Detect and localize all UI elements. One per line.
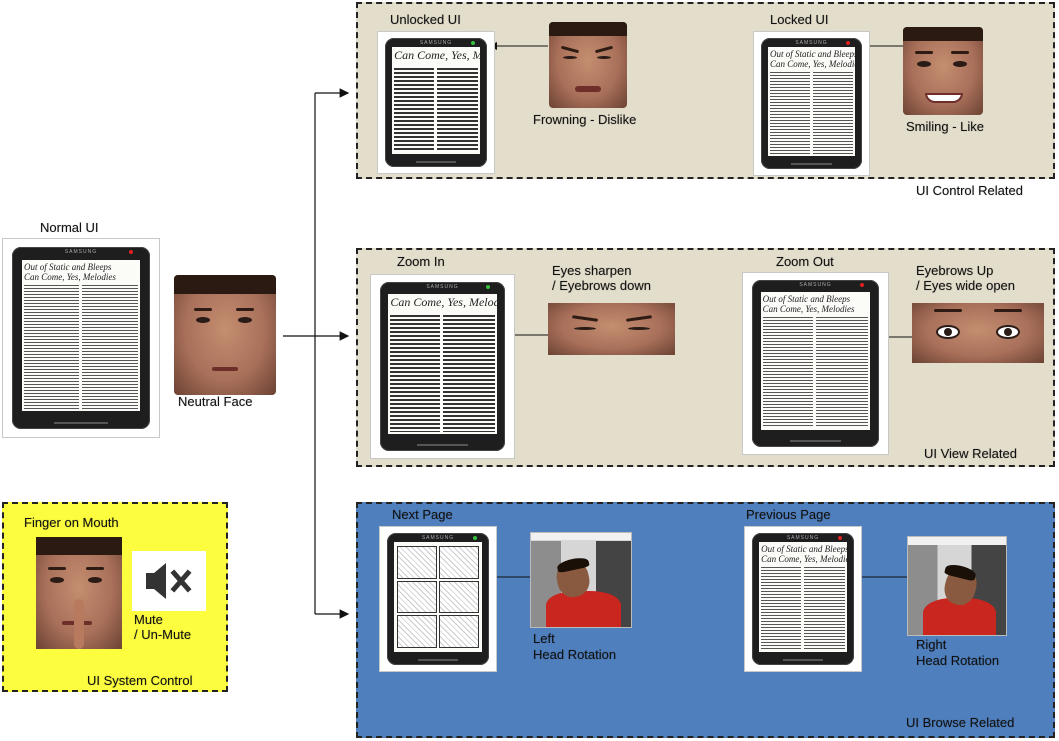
right-rotation-label-1: Right xyxy=(916,637,947,652)
zoom-out-title: Zoom Out xyxy=(776,254,834,269)
lock-led xyxy=(845,40,850,45)
headline-line-1: Out of Static and Bleeps xyxy=(761,544,847,555)
zoom-in-title: Zoom In xyxy=(397,254,445,269)
tablet-brand: SAMSUNG xyxy=(786,534,820,541)
tablet-brand: SAMSUNG xyxy=(795,39,828,46)
status-led xyxy=(486,285,491,290)
speaker-mute-icon xyxy=(146,563,192,599)
tablet-screen-comic xyxy=(394,542,482,652)
frowning-label: Frowning - Dislike xyxy=(533,112,637,127)
headline-line-2: Can Come, Yes, Melodies xyxy=(762,303,855,314)
normal-ui-title: Normal UI xyxy=(40,220,99,235)
eyes-sharpen-face-image xyxy=(548,303,675,355)
ui-system-panel-label: UI System Control xyxy=(87,673,193,688)
smiling-face-image xyxy=(903,27,983,115)
tablet-brand: SAMSUNG xyxy=(799,282,832,289)
smiling-label: Smiling - Like xyxy=(906,119,985,134)
neutral-face-label: Neutral Face xyxy=(178,394,253,409)
headline-zoomed: Can Come, Yes, Melodi xyxy=(394,47,480,62)
mute-label-1: Mute xyxy=(134,612,163,627)
tablet-unlocked: SAMSUNG Can Come, Yes, Melodi xyxy=(377,31,495,174)
right-rotation-webcam-image xyxy=(907,536,1007,636)
left-rotation-label-1: Left xyxy=(533,631,555,646)
headline-line-1: Out of Static and Bleeps xyxy=(23,261,112,272)
headline-zoomed: Can Come, Yes, Melodi xyxy=(390,295,497,310)
finger-on-mouth-face-image xyxy=(36,537,122,649)
ui-browse-panel-label: UI Browse Related xyxy=(906,715,1015,730)
headline-line-2: Can Come, Yes, Melodies xyxy=(769,58,855,69)
right-rotation-label-2: Head Rotation xyxy=(916,653,1000,668)
status-led xyxy=(837,535,842,540)
neutral-face-image xyxy=(174,275,276,395)
mute-icon-box xyxy=(132,551,206,611)
next-page-title: Next Page xyxy=(392,507,453,522)
eyebrows-up-face-image xyxy=(912,303,1044,363)
headline-line-2: Can Come, Yes, Melodies xyxy=(23,271,116,282)
tablet-zoom-in: SAMSUNG Can Come, Yes, Melodi xyxy=(370,274,515,459)
zoom-out-face-label-2: / Eyes wide open xyxy=(916,278,1016,293)
zoom-out-face-label-1: Eyebrows Up xyxy=(916,263,994,278)
finger-on-mouth-label: Finger on Mouth xyxy=(24,515,119,530)
ui-view-panel-label: UI View Related xyxy=(924,446,1017,461)
frowning-face-image xyxy=(549,22,627,108)
tablet-brand: SAMSUNG xyxy=(419,39,453,46)
tablet-screen: Can Come, Yes, Melodi xyxy=(388,294,497,434)
tablet-brand: SAMSUNG xyxy=(426,284,459,291)
status-led xyxy=(859,283,864,288)
left-rotation-webcam-image xyxy=(530,532,632,628)
tablet-brand: SAMSUNG xyxy=(421,534,455,541)
mute-label-2: / Un-Mute xyxy=(134,627,192,642)
status-led xyxy=(129,249,134,254)
headline-line-1: Out of Static and Bleeps xyxy=(769,48,855,59)
unlocked-ui-title: Unlocked UI xyxy=(390,12,461,27)
headline-line-2: Can Come, Yes, Melodies xyxy=(761,554,847,565)
ui-control-panel-label: UI Control Related xyxy=(916,183,1023,198)
left-rotation-label-2: Head Rotation xyxy=(533,647,617,662)
previous-page-title: Previous Page xyxy=(746,507,831,522)
zoom-in-face-label-2: / Eyebrows down xyxy=(552,278,651,293)
headline-line-1: Out of Static and Bleeps xyxy=(762,293,851,304)
status-led xyxy=(472,535,477,540)
tablet-next-page: SAMSUNG xyxy=(379,526,497,672)
tablet-brand: SAMSUNG xyxy=(64,248,98,255)
unlock-led xyxy=(470,40,475,45)
tablet-screen: Can Come, Yes, Melodi xyxy=(392,46,480,155)
zoom-in-face-label-1: Eyes sharpen xyxy=(552,263,632,278)
locked-ui-title: Locked UI xyxy=(770,12,829,27)
